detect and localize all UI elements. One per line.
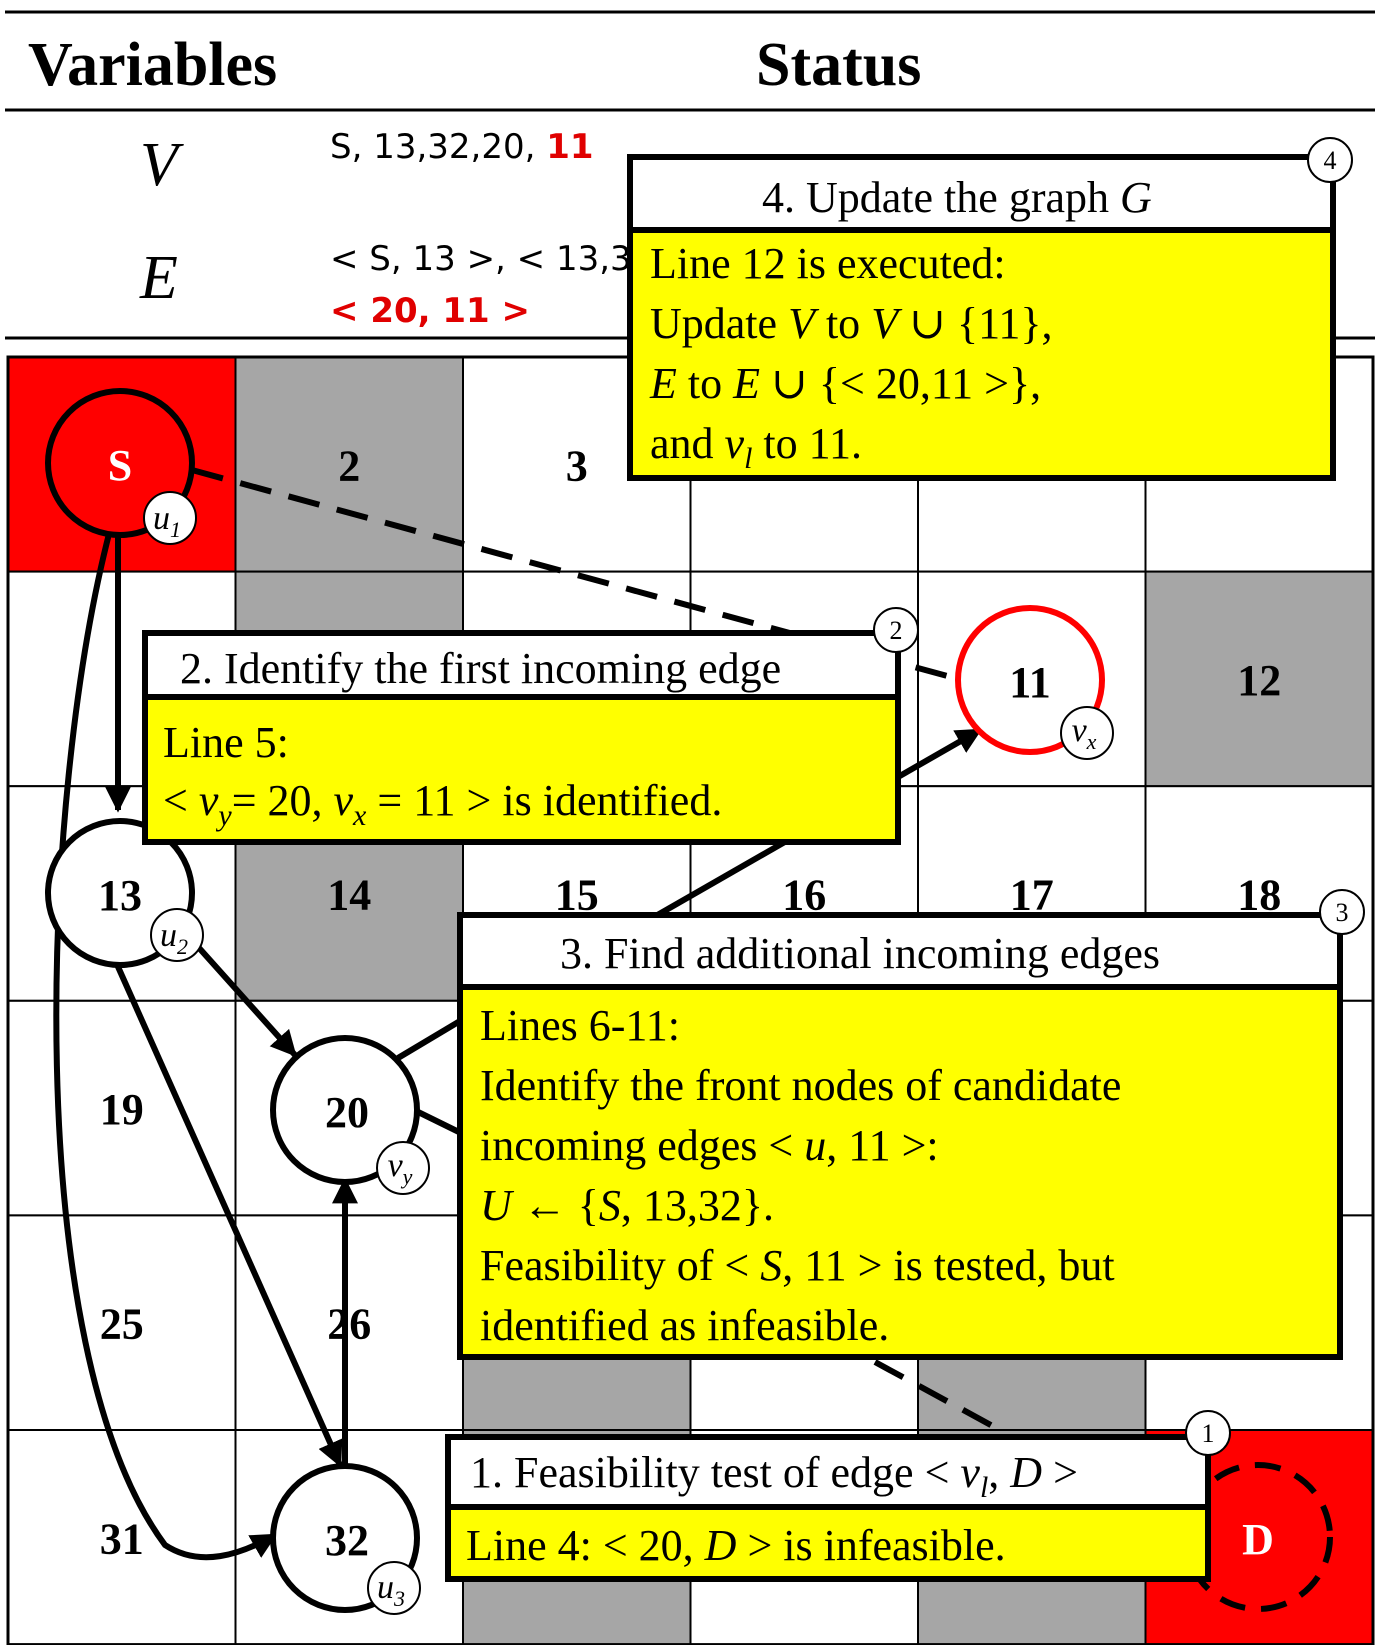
step-3-box: 3. Find additional incoming edges Lines … — [457, 889, 1365, 1360]
grid-cell-label-14: 14 — [327, 871, 371, 920]
step-4-badge — [1307, 137, 1353, 183]
grid-cell-label-19: 19 — [100, 1085, 144, 1134]
svg-text:S: S — [108, 441, 132, 490]
graph-nodes: S u1 13 u2 20 vy 32 u3 11 vx — [45, 388, 1333, 1615]
edge-20-box3-a — [396, 1015, 467, 1061]
step-3-badge — [1319, 889, 1365, 935]
step-1-badge — [1185, 1410, 1231, 1456]
svg-text:32: 32 — [325, 1516, 369, 1565]
svg-text:2: 2 — [890, 616, 903, 645]
var-e-symbol: E — [139, 244, 178, 312]
grid-cell-label-16: 16 — [782, 871, 826, 920]
step-3-line-3: incoming edges < u, 11 >: — [480, 1121, 939, 1170]
step-1-box: 1. Feasibility test of edge < vl, D > Li… — [445, 1410, 1231, 1582]
step-2-title: 2. Identify the first incoming edge — [180, 644, 781, 693]
grid-cell-label-25: 25 — [100, 1300, 144, 1349]
grid-cell-label-15: 15 — [555, 871, 599, 920]
var-e-highlight: < 20, 11 > — [330, 291, 530, 331]
step-2-line-1: Line 5: — [163, 718, 289, 767]
node-13[interactable]: 13 u2 — [45, 818, 204, 968]
grid-cell-label-17: 17 — [1010, 871, 1054, 920]
grid-cell-25 — [7, 1214, 237, 1432]
svg-text:vx: vx — [1072, 712, 1097, 754]
tag-u2 — [150, 908, 204, 962]
svg-text:11: 11 — [1009, 658, 1051, 707]
step-3-line-1: Lines 6-11: — [480, 1001, 680, 1050]
step-2-badge — [873, 607, 919, 653]
svg-text:3: 3 — [1336, 898, 1349, 927]
grid-cell-12 — [1144, 570, 1374, 788]
tag-u3 — [367, 1561, 421, 1615]
tag-u1 — [143, 491, 197, 545]
step-3-line-2: Identify the front nodes of candidate — [480, 1061, 1121, 1110]
node-20[interactable]: 20 vy — [270, 1035, 430, 1195]
edge-s-32 — [53, 529, 278, 1561]
grid-cell-label-18: 18 — [1237, 871, 1281, 920]
grid-cell-19 — [7, 999, 237, 1217]
var-v-symbol: V — [140, 131, 184, 199]
step-3-line-4: U ← {S, 13,32}. — [480, 1181, 774, 1230]
step-3-line-6: identified as infeasible. — [480, 1301, 889, 1350]
step-4-line-2: Update V to V ∪ {11}, — [650, 299, 1053, 348]
step-1-title: 1. Feasibility test of edge < vl, D > — [470, 1448, 1078, 1504]
grid-cell-label-12: 12 — [1237, 656, 1281, 705]
grid-cell-label-3: 3 — [566, 441, 588, 490]
variables-heading: Variables — [28, 31, 277, 99]
grid-cell-label-31: 31 — [100, 1514, 144, 1563]
grid-cell-label-2: 2 — [338, 441, 360, 490]
svg-text:4: 4 — [1324, 146, 1337, 175]
step-4-box: 4. Update the graph G Line 12 is execute… — [627, 137, 1353, 481]
tag-vx — [1060, 706, 1114, 760]
svg-text:vy: vy — [388, 1147, 413, 1189]
dashed-box3-d — [873, 1359, 1002, 1433]
svg-text:1: 1 — [1202, 1419, 1215, 1448]
node-32[interactable]: 32 u3 — [270, 1463, 421, 1615]
svg-text:u3: u3 — [377, 1569, 405, 1611]
step-4-line-3: E to E ∪ {< 20,11 >}, — [649, 359, 1041, 408]
step-2-box: 2. Identify the first incoming edge Line… — [142, 607, 919, 845]
node-11[interactable]: 11 vx — [955, 605, 1114, 760]
step-3-line-5: Feasibility of < S, 11 > is tested, but — [480, 1241, 1115, 1290]
status-heading: Status — [756, 31, 921, 99]
edge-13-32 — [112, 958, 343, 1468]
svg-text:D: D — [1242, 1515, 1274, 1564]
var-v-value: S, 13,32,20, 11 — [330, 127, 594, 167]
tag-vy — [376, 1141, 430, 1195]
step-1-line-1: Line 4: < 20, D > is infeasible. — [466, 1521, 1006, 1570]
step-3-title: 3. Find additional incoming edges — [560, 929, 1160, 978]
step-2-line-2: < vy= 20, vx = 11 > is identified. — [163, 776, 722, 832]
svg-text:20: 20 — [325, 1088, 369, 1137]
edge-13-20 — [180, 927, 298, 1058]
node-s[interactable]: S u1 — [45, 388, 197, 545]
step-4-title: 4. Update the graph G — [762, 173, 1152, 222]
grid-cell-label-26: 26 — [327, 1300, 371, 1349]
step-4-line-4: and vl to 11. — [650, 419, 862, 475]
svg-text:13: 13 — [98, 871, 142, 920]
var-e-value: < S, 13 >, < 13,3 — [330, 239, 632, 279]
step-4-line-1: Line 12 is executed: — [650, 239, 1006, 288]
